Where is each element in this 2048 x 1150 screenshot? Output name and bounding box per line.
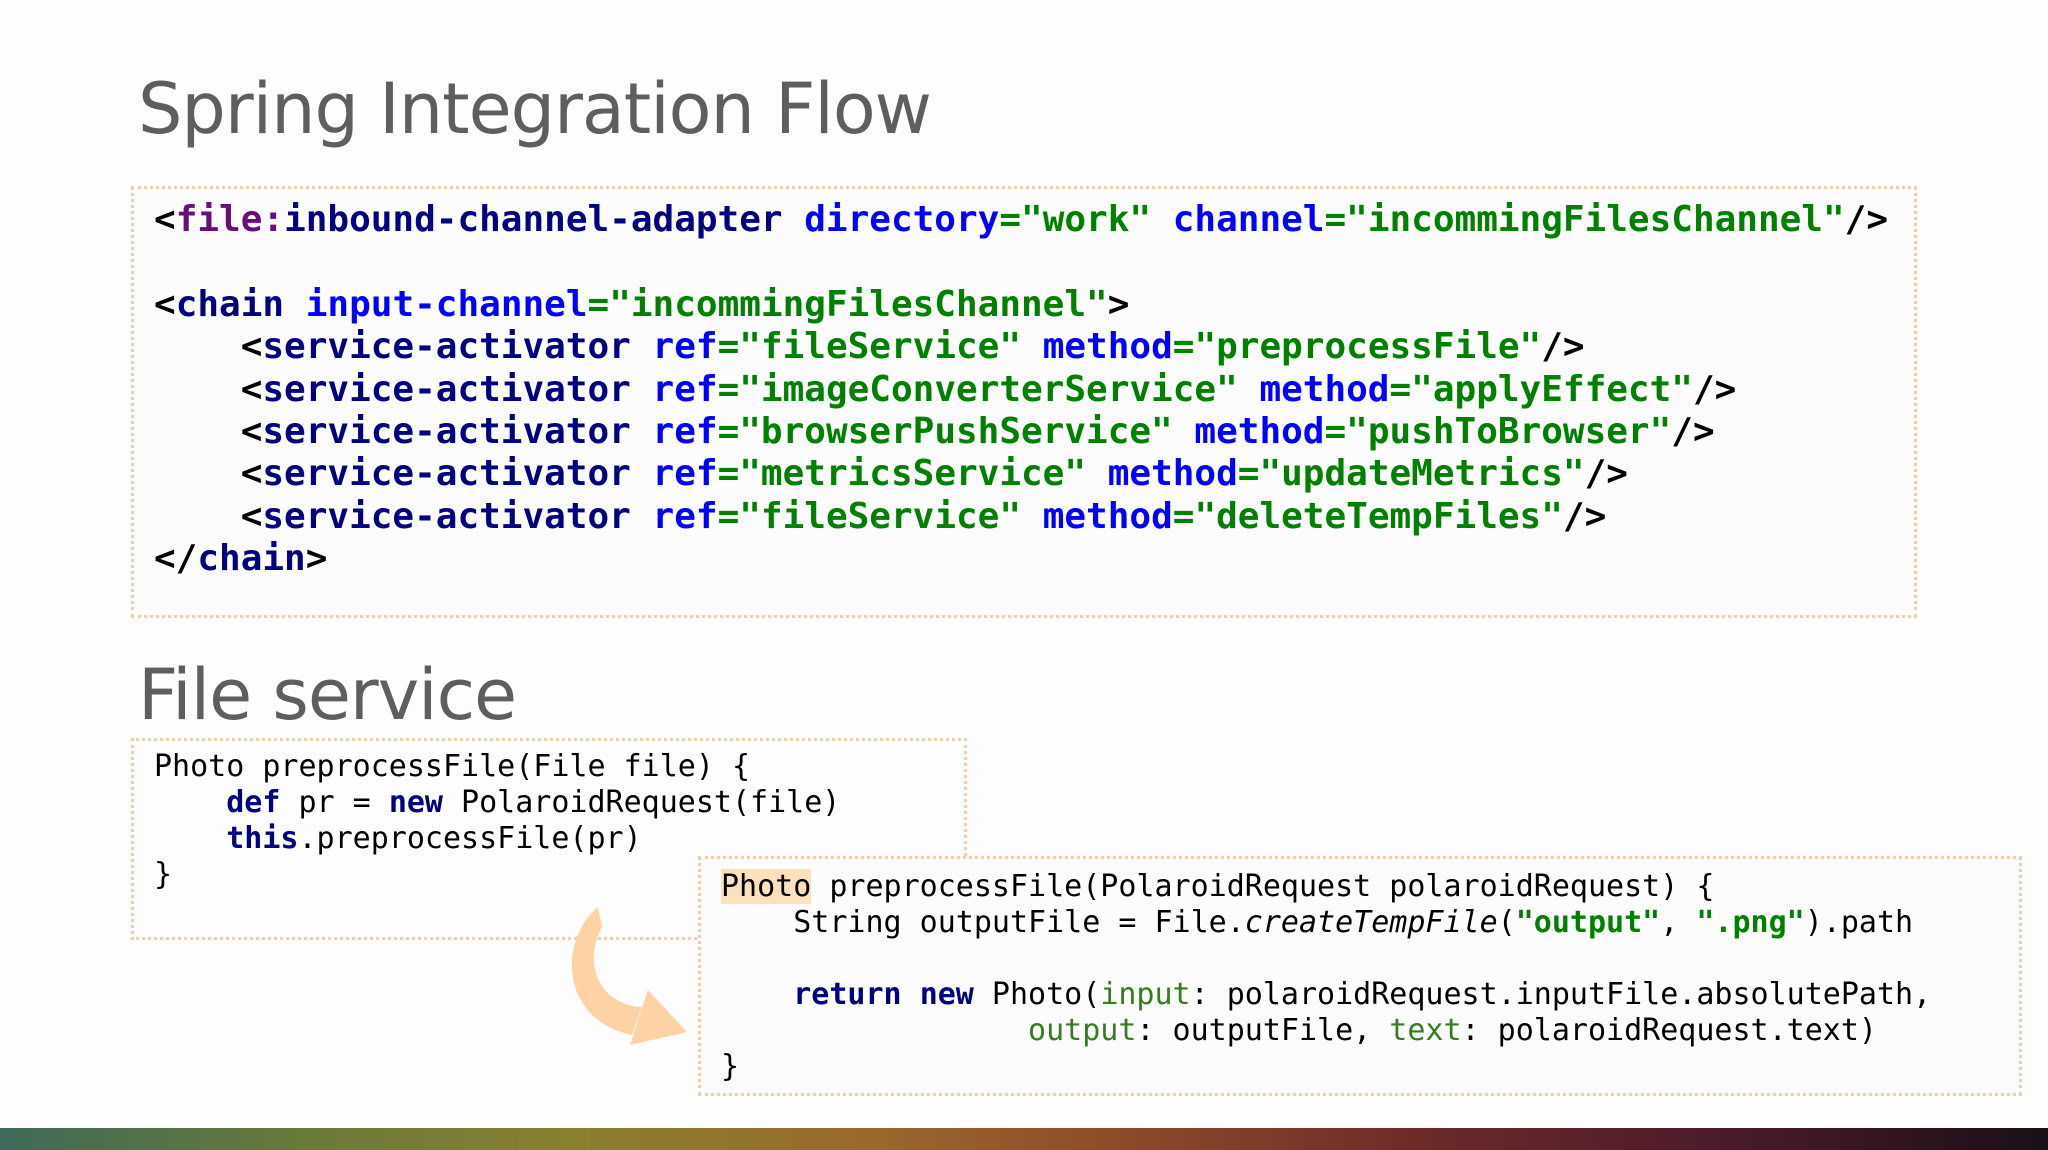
code-box-preprocess-polaroid: Photo preprocessFile(PolaroidRequest pol… <box>698 856 2022 1096</box>
xml-config-box: <file:inbound-channel-adapter directory=… <box>131 186 1917 618</box>
xml-line-chain-close: </chain> <box>154 538 328 580</box>
xml-line-activator: <service-activator ref="imageConverterSe… <box>154 368 1737 410</box>
xml-line-activator: <service-activator ref="fileService" met… <box>154 326 1585 368</box>
footer-decoration <box>0 1128 2048 1150</box>
xml-config-code: <file:inbound-channel-adapter directory=… <box>154 199 1888 581</box>
curved-arrow-icon <box>571 907 687 1045</box>
xml-line-activator: <service-activator ref="fileService" met… <box>154 495 1607 537</box>
xml-line-activator: <service-activator ref="browserPushServi… <box>154 411 1715 453</box>
groovy-code-preprocess-file: Photo preprocessFile(File file) { def pr… <box>154 749 841 892</box>
xml-line-chain-open: <chain input-channel="incommingFilesChan… <box>154 283 1130 325</box>
section-heading: File service <box>138 654 517 736</box>
code-box-preprocess-file: Photo preprocessFile(File file) { def pr… <box>131 738 967 940</box>
xml-line-adapter: <file:inbound-channel-adapter directory=… <box>154 199 1889 240</box>
slide-title: Spring Integration Flow <box>138 68 932 150</box>
highlighted-return-type: Photo <box>721 869 812 904</box>
groovy-code-preprocess-polaroid: Photo preprocessFile(PolaroidRequest pol… <box>721 869 1932 1084</box>
xml-line-activator: <service-activator ref="metricsService" … <box>154 453 1628 495</box>
